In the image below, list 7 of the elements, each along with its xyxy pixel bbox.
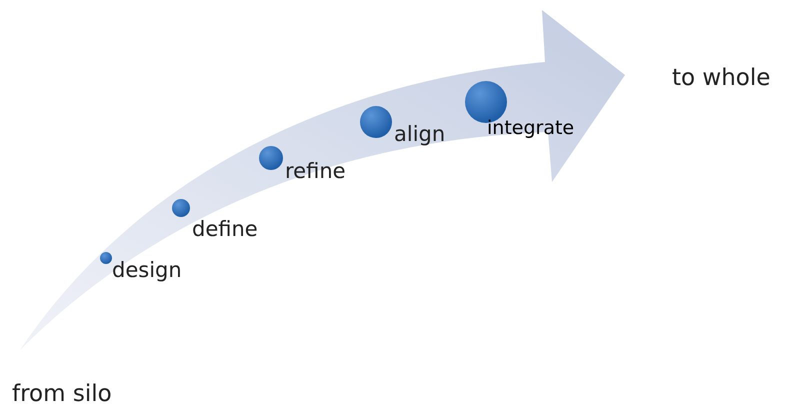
step-label: design bbox=[112, 260, 182, 281]
step-label: align bbox=[394, 124, 446, 145]
step-label: define bbox=[192, 219, 258, 240]
step-label: integrate bbox=[487, 119, 574, 138]
end-label: from silo bbox=[12, 383, 112, 406]
step-label: refine bbox=[285, 161, 346, 182]
end-label: to whole bbox=[672, 67, 770, 90]
